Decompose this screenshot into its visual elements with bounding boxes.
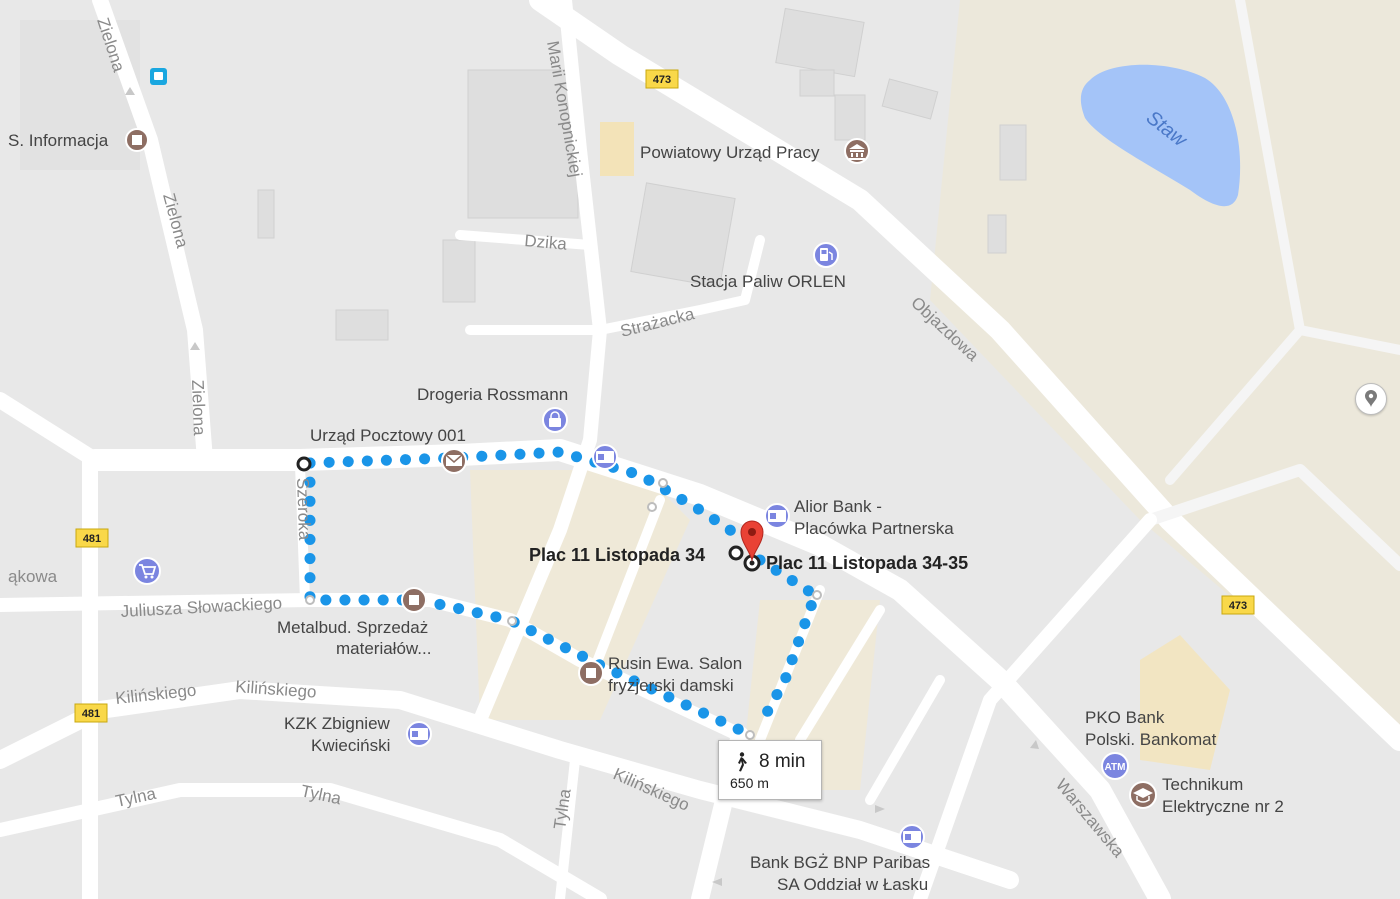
poi-label-bgz-2[interactable]: SA Oddział w Łasku [777, 875, 928, 894]
urban-block [1140, 635, 1230, 770]
route-end-dot [749, 560, 755, 566]
svg-text:481: 481 [82, 708, 100, 720]
route-shield-473: 473 [1221, 595, 1255, 615]
bus-stop-icon[interactable] [150, 68, 167, 85]
street-label-zielona: Zielona [188, 379, 209, 436]
bank-icon[interactable] [406, 721, 432, 747]
shopping-cart-icon[interactable] [133, 557, 161, 585]
red-location-pin-icon[interactable] [740, 520, 764, 562]
route-shield-473: 473 [645, 69, 679, 89]
svg-text:ATM: ATM [1105, 762, 1126, 773]
poi-label-kzk[interactable]: KZK Zbigniew [284, 714, 391, 733]
place-label-plac-34-35[interactable]: Plac 11 Listopada 34-35 [766, 553, 968, 573]
government-building-icon[interactable] [844, 138, 870, 164]
poi-label-stacja[interactable]: Stacja Paliw ORLEN [690, 272, 846, 291]
poi-label-alior[interactable]: Alior Bank - [794, 497, 882, 516]
one-way-arrows [125, 87, 1039, 886]
atm-icon[interactable]: ATM [1101, 752, 1129, 780]
pond-staw [1080, 64, 1241, 207]
gas-station-icon[interactable] [813, 242, 839, 268]
poi-label-informacja[interactable]: S. Informacja [8, 131, 109, 150]
store-icon[interactable] [578, 660, 604, 686]
route-mid-marker[interactable] [728, 545, 744, 561]
poi-label-metalbud-2[interactable]: materiałów... [336, 639, 431, 658]
bank-icon[interactable] [764, 503, 790, 529]
route-shield-481: 481 [75, 528, 109, 548]
poi-label-pko-2[interactable]: Polski. Bankomat [1085, 730, 1217, 749]
place-label-plac-34[interactable]: Plac 11 Listopada 34 [529, 545, 705, 565]
walking-person-icon [738, 752, 747, 772]
school-icon[interactable] [1129, 781, 1157, 809]
street-label-szeroka: Szeroka [293, 477, 314, 541]
poi-label-pko[interactable]: PKO Bank [1085, 708, 1165, 727]
poi-label-alior-2[interactable]: Placówka Partnerska [794, 519, 954, 538]
poi-label-rossmann[interactable]: Drogeria Rossmann [417, 385, 568, 404]
poi-label-poczta[interactable]: Urząd Pocztowy 001 [310, 426, 466, 445]
poi-label-rusin[interactable]: Rusin Ewa. Salon [608, 654, 742, 673]
route-duration-row: 8 min [733, 751, 805, 773]
location-pin-button[interactable] [1355, 383, 1387, 415]
post-office-icon[interactable] [441, 448, 467, 474]
svg-text:473: 473 [1229, 600, 1247, 612]
route-start-marker[interactable] [296, 456, 312, 472]
poi-label-rusin-2[interactable]: fryzjerski damski [608, 676, 734, 695]
poi-marker-informacja[interactable] [125, 128, 149, 152]
svg-text:481: 481 [83, 533, 101, 545]
street-label-akowa: ąkowa [8, 567, 58, 586]
bank-icon[interactable] [592, 444, 618, 470]
green-area [930, 0, 1400, 740]
poi-label-bgz[interactable]: Bank BGŻ BNP Paribas [750, 853, 930, 872]
store-icon[interactable] [401, 587, 427, 613]
poi-label-kzk-2[interactable]: Kwieciński [311, 736, 390, 755]
poi-label-technikum[interactable]: Technikum [1162, 775, 1243, 794]
bank-icon[interactable] [899, 824, 925, 850]
route-segment [304, 457, 746, 736]
route-segment [754, 554, 822, 731]
location-pin-icon [1365, 390, 1377, 407]
urban-block [470, 470, 690, 720]
route-distance: 650 m [730, 775, 769, 791]
route-waypoints [305, 478, 822, 740]
shopping-bag-icon[interactable] [542, 407, 568, 433]
building [600, 122, 634, 176]
route-shield-481: 481 [74, 703, 108, 723]
route-duration: 8 min [759, 751, 806, 772]
svg-text:473: 473 [653, 74, 671, 86]
poi-label-technikum-2[interactable]: Elektryczne nr 2 [1162, 797, 1284, 816]
street-label-dzika: Dzika [524, 231, 569, 254]
route-info-box[interactable]: 8 min 650 m [718, 740, 822, 800]
poi-label-metalbud[interactable]: Metalbud. Sprzedaż [277, 618, 428, 637]
poi-label-urzad-pracy[interactable]: Powiatowy Urząd Pracy [640, 143, 820, 162]
